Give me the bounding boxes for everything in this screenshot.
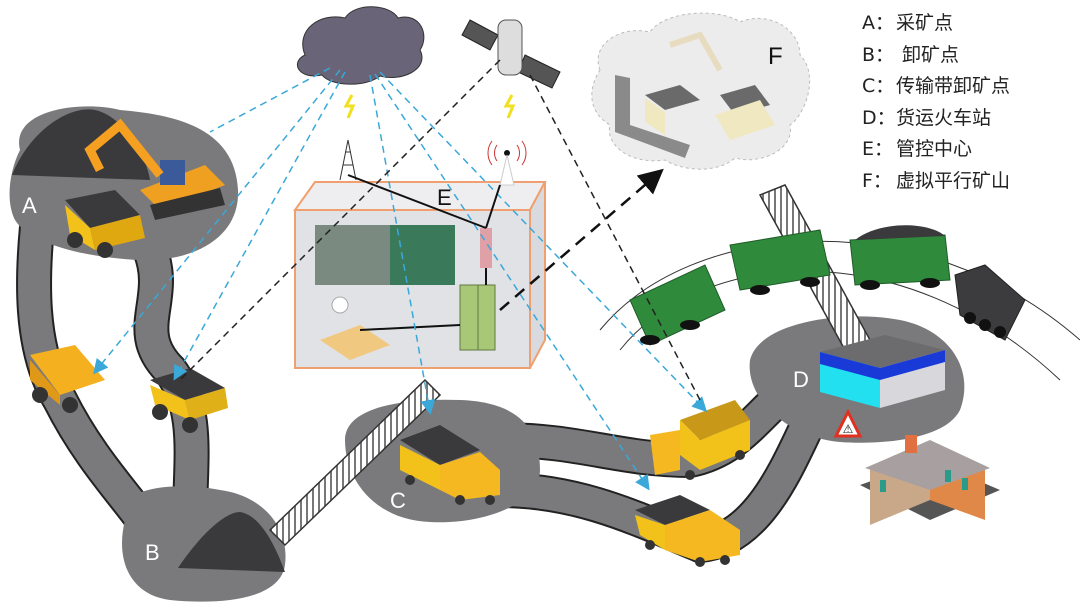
truck-d-upper [650,400,750,480]
tower-link [347,174,487,229]
train-car-3 [849,234,951,286]
legend-text: 卸矿点 [896,43,960,66]
excavator [84,118,225,220]
server-rack [459,284,496,351]
legend-text: 货运火车站 [896,106,992,129]
operator-desk [320,296,390,360]
warning-sign-icon: ⚠ [833,408,863,438]
region-label-c: C [390,488,406,513]
storm-cloud-icon [296,6,425,85]
legend-item-a: A：采矿点 [862,8,1077,40]
truck-loaded-right [150,368,228,433]
region-label-d: D [793,367,809,392]
virtual-mine-cloud [591,12,810,170]
legend-text: 采矿点 [896,12,954,34]
legend-text: 管控中心 [896,138,973,160]
lightning-icon [503,94,516,119]
legend-key: C： [862,75,895,97]
satellite-icon [461,19,561,89]
truck-a-loaded [65,190,145,258]
legend-key: E： [862,138,894,160]
train-coal-load [855,225,945,240]
truck-d-lower [635,495,740,567]
coal-pile-b [178,512,285,572]
trucks [30,118,750,567]
region-label-a: A [22,193,37,218]
legend-text: 传输带卸矿点 [896,75,1011,97]
train-car-2 [729,229,831,291]
train-car-1 [629,264,726,346]
train-station-house [860,435,1000,525]
antenna-link [485,184,501,229]
legend-item-d: D：货运火车站 [862,103,1077,135]
truck-c [400,425,500,505]
legend-item-c: C：传输带卸矿点 [862,71,1077,103]
legend-item-f: F：虚拟平行矿山 [862,166,1077,198]
locomotive [954,264,1026,341]
legend-key: D： [862,106,896,129]
legend-text: 虚拟平行矿山 [896,169,1011,192]
legend-item-e: E：管控中心 [862,134,1077,166]
antenna-icon [487,140,527,186]
legend: A：采矿点 B： 卸矿点 C：传输带卸矿点 D：货运火车站 E：管控中心 F：虚… [862,8,1077,197]
freight-train [629,225,1026,346]
region-label-f: F [768,43,783,70]
loading-station [820,335,945,408]
region-label-e: E [437,185,452,210]
wireless-links [93,59,708,491]
truck-empty-left [30,345,105,413]
region-label-b: B [145,540,160,565]
svg-text:⚠: ⚠ [843,422,854,436]
virtual-sync-link [499,168,664,311]
legend-key: A： [862,12,894,34]
radio-tower-icon [339,139,357,181]
lightning-icon [343,94,356,119]
legend-key: B： [862,43,895,66]
conveyor-belt-b-c [268,378,442,547]
legend-key: F： [862,169,892,192]
control-center [293,181,547,369]
legend-item-b: B： 卸矿点 [862,40,1077,72]
